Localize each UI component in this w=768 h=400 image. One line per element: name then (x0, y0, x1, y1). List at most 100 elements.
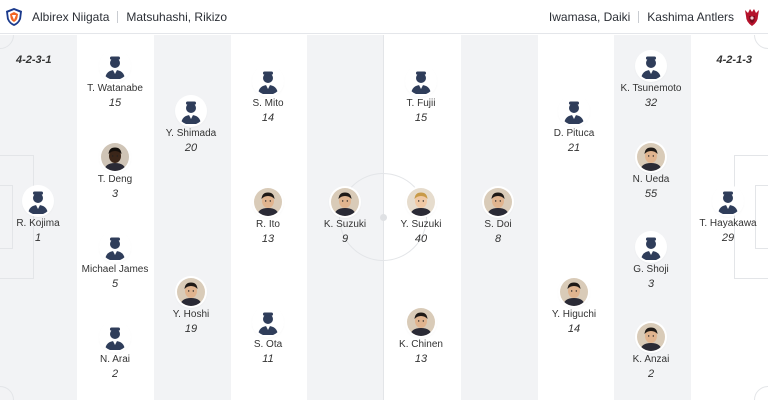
away-player[interactable]: S. Doi 8 (453, 188, 543, 246)
player-name[interactable]: R. Kojima (16, 218, 60, 229)
player-avatar-icon[interactable] (101, 52, 129, 80)
home-player[interactable]: Michael James 5 (70, 233, 160, 291)
player-number: 15 (108, 97, 122, 109)
player-name[interactable]: D. Pituca (553, 128, 595, 139)
player-avatar-icon[interactable] (24, 187, 52, 215)
pitch-stripe (461, 35, 538, 400)
kashima-antlers-crest-icon[interactable] (742, 7, 762, 27)
player-name[interactable]: Y. Shimada (165, 128, 217, 139)
player-number: 11 (262, 353, 274, 365)
player-name[interactable]: Y. Hoshi (172, 309, 210, 320)
home-player[interactable]: R. Kojima 1 (0, 187, 83, 245)
player-avatar-icon[interactable] (177, 97, 205, 125)
away-player[interactable]: T. Fujii 15 (376, 67, 466, 125)
home-player[interactable]: R. Ito 13 (223, 188, 313, 246)
away-player[interactable]: T. Hayakawa 29 (683, 187, 768, 245)
player-number: 5 (111, 278, 119, 290)
player-name[interactable]: T. Deng (97, 174, 133, 185)
away-team-info: Iwamasa, Daiki Kashima Antlers (549, 0, 762, 34)
away-player[interactable]: Y. Suzuki 40 (376, 188, 466, 246)
player-name[interactable]: T. Watanabe (87, 83, 143, 94)
player-name[interactable]: R. Ito (256, 219, 280, 230)
player-name[interactable]: K. Suzuki (323, 219, 367, 230)
player-name[interactable]: Michael James (81, 264, 149, 275)
player-number: 8 (494, 233, 502, 245)
right-penalty-area (734, 155, 768, 279)
player-name[interactable]: T. Hayakawa (699, 218, 757, 229)
player-avatar-icon[interactable] (101, 233, 129, 261)
center-spot (380, 214, 387, 221)
player-avatar-icon[interactable] (407, 308, 435, 336)
away-team-name[interactable]: Kashima Antlers (647, 10, 734, 24)
player-number: 3 (647, 278, 655, 290)
player-number: 32 (644, 97, 658, 109)
player-avatar-icon[interactable] (101, 143, 129, 171)
home-player[interactable]: T. Watanabe 15 (70, 52, 160, 110)
player-avatar-icon[interactable] (637, 143, 665, 171)
away-player[interactable]: K. Anzai 2 (606, 323, 696, 381)
player-number: 40 (414, 233, 428, 245)
player-avatar-icon[interactable] (101, 323, 129, 351)
player-avatar-icon[interactable] (407, 188, 435, 216)
player-name[interactable]: K. Anzai (632, 354, 670, 365)
player-number: 1 (34, 232, 42, 244)
player-number: 29 (721, 232, 735, 244)
lineup-header: Albirex Niigata Matsuhashi, Rikizo Iwama… (0, 0, 768, 34)
header-divider (117, 11, 119, 23)
away-player[interactable]: Y. Higuchi 14 (529, 278, 619, 336)
player-name[interactable]: Y. Higuchi (551, 309, 597, 320)
player-number: 14 (567, 323, 581, 335)
player-number: 14 (261, 112, 275, 124)
player-number: 13 (414, 353, 428, 365)
player-avatar-icon[interactable] (560, 278, 588, 306)
away-player[interactable]: D. Pituca 21 (529, 97, 619, 155)
player-number: 3 (111, 188, 119, 200)
player-number: 55 (644, 188, 658, 200)
player-avatar-icon[interactable] (637, 323, 665, 351)
home-player[interactable]: T. Deng 3 (70, 143, 160, 201)
player-avatar-icon[interactable] (637, 52, 665, 80)
away-player[interactable]: K. Chinen 13 (376, 308, 466, 366)
player-avatar-icon[interactable] (637, 233, 665, 261)
player-number: 15 (414, 112, 428, 124)
player-avatar-icon[interactable] (254, 308, 282, 336)
player-name[interactable]: S. Doi (484, 219, 512, 230)
away-coach-name: Iwamasa, Daiki (548, 10, 631, 24)
away-player[interactable]: G. Shoji 3 (606, 233, 696, 291)
player-name[interactable]: T. Fujii (406, 98, 436, 109)
player-avatar-icon[interactable] (714, 187, 742, 215)
player-number: 2 (647, 368, 655, 380)
player-number: 21 (567, 142, 581, 154)
away-player[interactable]: N. Ueda 55 (606, 143, 696, 201)
player-name[interactable]: Y. Suzuki (400, 219, 442, 230)
albirex-niigata-crest-icon[interactable] (4, 7, 24, 27)
player-name[interactable]: K. Chinen (399, 339, 443, 350)
player-number: 13 (261, 233, 275, 245)
player-name[interactable]: S. Ota (253, 339, 283, 350)
player-avatar-icon[interactable] (331, 188, 359, 216)
player-avatar-icon[interactable] (560, 97, 588, 125)
player-avatar-icon[interactable] (484, 188, 512, 216)
left-goal-area (0, 185, 13, 249)
player-name[interactable]: S. Mito (252, 98, 284, 109)
player-name[interactable]: K. Tsunemoto (620, 83, 682, 94)
away-player[interactable]: K. Tsunemoto 32 (606, 52, 696, 110)
left-penalty-area (0, 155, 34, 279)
home-team-name[interactable]: Albirex Niigata (32, 10, 110, 24)
player-number: 9 (341, 233, 349, 245)
player-avatar-icon[interactable] (177, 278, 205, 306)
player-avatar-icon[interactable] (407, 67, 435, 95)
corner-arc (754, 35, 768, 49)
player-avatar-icon[interactable] (254, 67, 282, 95)
player-name[interactable]: N. Arai (99, 354, 130, 365)
player-avatar-icon[interactable] (254, 188, 282, 216)
player-name[interactable]: G. Shoji (633, 264, 669, 275)
home-player[interactable]: K. Suzuki 9 (300, 188, 390, 246)
player-name[interactable]: N. Ueda (632, 174, 670, 185)
home-player[interactable]: S. Mito 14 (223, 67, 313, 125)
home-player[interactable]: S. Ota 11 (223, 308, 313, 366)
